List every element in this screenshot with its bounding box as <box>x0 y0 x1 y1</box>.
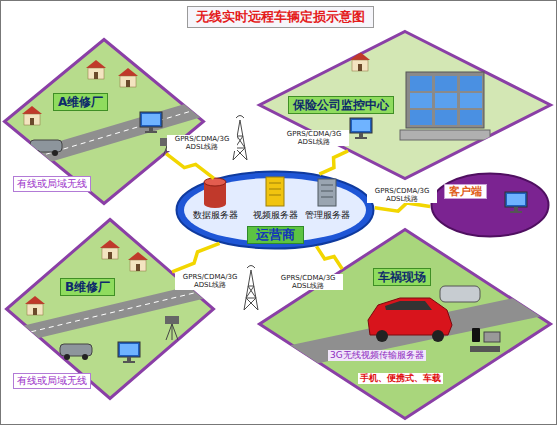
client-ellipse: 客户端 <box>430 172 550 238</box>
text-slot: 有线或局域无线 <box>13 373 91 389</box>
text-slot: 数据服务器 <box>192 210 239 221</box>
wheel <box>82 354 88 360</box>
signal-bolt <box>375 203 430 211</box>
region-panel: 车祸现场 3G无线视频传输服务器手机、便携式、车载 <box>258 228 552 420</box>
phone-icon <box>472 328 480 342</box>
panel-heading: 车祸现场 <box>373 268 431 286</box>
console-desk <box>400 130 490 140</box>
screen <box>410 93 432 108</box>
text-slot: 运营商 <box>247 226 304 244</box>
vehicle-recorder-icon <box>470 346 500 352</box>
wheel <box>432 330 444 342</box>
label-slot: GPRS/CDMA/3G ADSL线路 <box>167 135 237 151</box>
server-note: 3G无线视频传输服务器 <box>328 350 426 361</box>
screen <box>460 93 482 108</box>
database-top <box>204 178 226 186</box>
text-slot: 管理服务器 <box>304 210 351 221</box>
server-box: 数据服务器 <box>192 210 239 221</box>
windshield <box>385 301 432 310</box>
text-slot: 视频服务器 <box>252 210 299 221</box>
database-bottom <box>204 200 226 208</box>
second-car <box>440 286 480 302</box>
diagram-title: 无线实时远程车辆定损示意图 <box>187 6 374 28</box>
panel-heading: 保险公司监控中心 <box>288 96 394 114</box>
server-slots <box>321 185 333 197</box>
diamond-panel <box>5 40 204 204</box>
screen <box>435 76 457 91</box>
ellipse-shape <box>177 172 374 249</box>
text-slot: 3G无线视频传输服务器 <box>328 350 426 361</box>
signal-bolt <box>166 154 214 179</box>
node-outline <box>258 228 552 420</box>
wheel <box>64 354 70 360</box>
server-slots <box>269 183 281 195</box>
screen <box>410 110 432 125</box>
wheel <box>52 150 58 156</box>
link-label: GPRS/CDMA/3G ADSL线路 <box>167 135 237 151</box>
wheel <box>34 150 40 156</box>
monitor-wall <box>406 72 484 128</box>
text-slot: B维修厂 <box>60 278 115 296</box>
text-slot: A维修厂 <box>53 93 108 111</box>
link-label: GPRS/CDMA/3G ADSL线路 <box>367 187 437 203</box>
link-label: GPRS/CDMA/3G ADSL线路 <box>273 274 343 290</box>
screen <box>460 76 482 91</box>
signal-bolt <box>319 151 348 174</box>
signal-bolt <box>317 246 343 269</box>
region-panel: 保险公司监控中心 <box>258 30 552 180</box>
link-label: GPRS/CDMA/3G ADSL线路 <box>175 273 245 289</box>
diamond-panel <box>260 32 551 179</box>
signal-bolt <box>172 243 219 271</box>
network-note: 有线或局域无线 <box>13 373 91 389</box>
label-slot: GPRS/CDMA/3G ADSL线路 <box>273 274 343 290</box>
operator-ellipse: 运营商数据服务器 视频服务器管理服务器 <box>175 170 375 250</box>
label-slot: GPRS/CDMA/3G ADSL线路 <box>175 273 245 289</box>
text-slot: 车祸现场 <box>373 268 431 286</box>
car-icon <box>60 344 92 356</box>
car-icon <box>30 140 62 152</box>
screen <box>435 110 457 125</box>
label-slot: GPRS/CDMA/3G ADSL线路 <box>367 187 437 203</box>
antenna-tower <box>244 266 258 311</box>
server-label: 管理服务器 <box>304 210 351 221</box>
title-slot: 无线实时远程车辆定损示意图 <box>187 6 374 28</box>
video-server-icon <box>266 177 284 206</box>
screen <box>435 93 457 108</box>
server-box: 视频服务器 <box>252 210 299 221</box>
region-panel: A维修厂有线或局域无线 <box>3 38 205 205</box>
diamond-panel <box>7 220 214 399</box>
label-slot: GPRS/CDMA/3G ADSL线路 <box>279 130 349 146</box>
screen <box>410 76 432 91</box>
network-note: 有线或局域无线 <box>13 176 91 192</box>
screen <box>460 110 482 125</box>
client-label: 客户端 <box>444 184 487 199</box>
panel-heading: B维修厂 <box>60 278 115 296</box>
laptop-icon <box>484 332 500 342</box>
management-server-icon <box>318 179 336 206</box>
server-label: 视频服务器 <box>252 210 299 221</box>
camera-icon <box>165 316 179 324</box>
link-label: GPRS/CDMA/3G ADSL线路 <box>279 130 349 146</box>
diamond-panel <box>260 230 551 419</box>
wheel <box>376 330 388 342</box>
text-slot: 手机、便携式、车载 <box>358 373 443 384</box>
text-slot: 有线或局域无线 <box>13 176 91 192</box>
ellipse-shape <box>432 174 549 237</box>
text-slot: 保险公司监控中心 <box>288 96 394 114</box>
device-note: 手机、便携式、车载 <box>358 373 443 384</box>
node-outline <box>430 172 550 238</box>
panel-heading: A维修厂 <box>53 93 108 111</box>
server-box: 管理服务器 <box>304 210 351 221</box>
region-panel: B维修厂有线或局域无线 <box>5 218 215 400</box>
server-label: 数据服务器 <box>192 210 239 221</box>
text-slot: 客户端 <box>444 184 487 199</box>
operator-label: 运营商 <box>247 226 304 244</box>
